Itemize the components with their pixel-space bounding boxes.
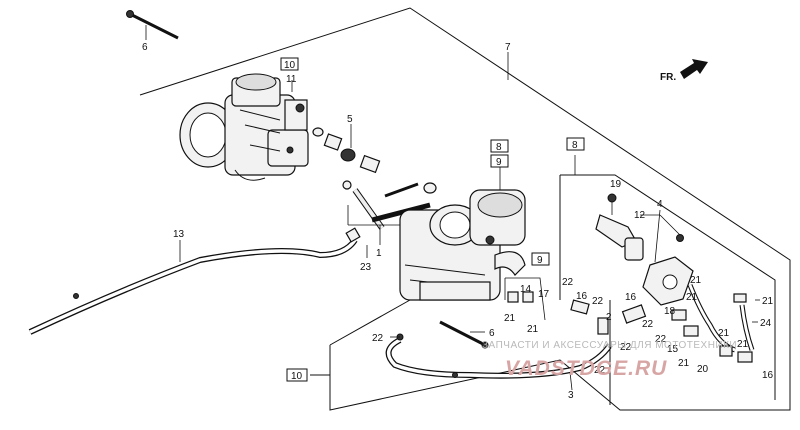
callout-21-g: 21 xyxy=(678,358,690,369)
callout-21-b: 21 xyxy=(527,324,539,335)
callout-8-right-boxed: 8 xyxy=(572,140,578,151)
callout-9-small-boxed: 9 xyxy=(537,255,543,266)
callout-21-f: 21 xyxy=(718,328,730,339)
assembly-outline xyxy=(139,7,791,411)
watermark-text: ЗАПЧАСТИ И АКСЕССУАРЫ ДЛЯ МОТОТЕХНИКИ xyxy=(482,340,737,351)
callout-12: 12 xyxy=(634,210,646,221)
carburetor-right xyxy=(399,189,526,301)
callout-9-boxed: 9 xyxy=(496,157,502,168)
watermark-logo: VADSTDGE.RU xyxy=(505,357,667,380)
callout-22-b: 22 xyxy=(592,296,604,307)
watermark: ЗАПЧАСТИ И АКСЕССУАРЫ ДЛЯ МОТОТЕХНИКИ VA… xyxy=(482,340,737,380)
callout-11: 11 xyxy=(286,74,297,85)
carburetor-left xyxy=(179,73,309,181)
callout-16-c: 16 xyxy=(762,370,774,381)
callout-13: 13 xyxy=(173,229,185,240)
callout-7: 7 xyxy=(505,42,511,53)
callout-numbers: 6 7 10 11 5 8 9 8 19 12 4 13 1 23 9 14 1… xyxy=(142,42,774,401)
subassembly-box-8 xyxy=(559,174,776,405)
boxed-labels xyxy=(280,57,585,382)
callout-1: 1 xyxy=(376,248,382,259)
hose-13 xyxy=(28,227,361,335)
callout-23: 23 xyxy=(360,262,372,273)
callout-5: 5 xyxy=(347,114,353,125)
callout-8-boxed: 8 xyxy=(496,142,502,153)
callout-21-d: 21 xyxy=(686,292,698,303)
callout-2: 2 xyxy=(606,312,612,323)
bolt-6-top xyxy=(126,10,179,40)
small-parts-5 xyxy=(312,127,437,194)
tubes-and-clips xyxy=(507,284,755,363)
callout-16-b: 16 xyxy=(625,292,637,303)
callout-21-h: 21 xyxy=(737,339,749,350)
valve-assembly xyxy=(595,193,694,306)
callout-6-lower: 6 xyxy=(489,328,495,339)
callout-3: 3 xyxy=(568,390,574,401)
callout-4: 4 xyxy=(657,199,663,210)
callout-14: 14 xyxy=(520,284,532,295)
callout-17: 17 xyxy=(538,289,550,300)
callout-18: 18 xyxy=(664,306,676,317)
callout-21-e: 21 xyxy=(762,296,774,307)
callout-22-e: 22 xyxy=(620,342,632,353)
callout-16-a: 16 xyxy=(576,291,588,302)
callout-10-top: 10 xyxy=(284,60,296,71)
callout-22-f: 22 xyxy=(655,334,667,345)
hose-3 xyxy=(385,333,613,379)
bolt-6-lower xyxy=(439,320,489,349)
front-direction-label: FR. xyxy=(660,72,676,83)
callout-22-c: 22 xyxy=(642,319,654,330)
callout-21-a: 21 xyxy=(504,313,516,324)
callout-22-d: 22 xyxy=(372,333,384,344)
front-direction-arrow: FR. xyxy=(660,59,708,83)
callout-21-c: 21 xyxy=(690,275,702,286)
callout-22-a: 22 xyxy=(562,277,574,288)
callout-19: 19 xyxy=(610,179,622,190)
callout-10-bottom-boxed: 10 xyxy=(291,371,303,382)
subassembly-box-9 xyxy=(504,277,546,321)
arrow-icon xyxy=(680,59,708,79)
callout-24: 24 xyxy=(760,318,772,329)
callout-6-top: 6 xyxy=(142,42,148,53)
callout-20: 20 xyxy=(697,364,709,375)
callout-22-g: 22 xyxy=(594,365,606,376)
callout-15: 15 xyxy=(667,344,679,355)
